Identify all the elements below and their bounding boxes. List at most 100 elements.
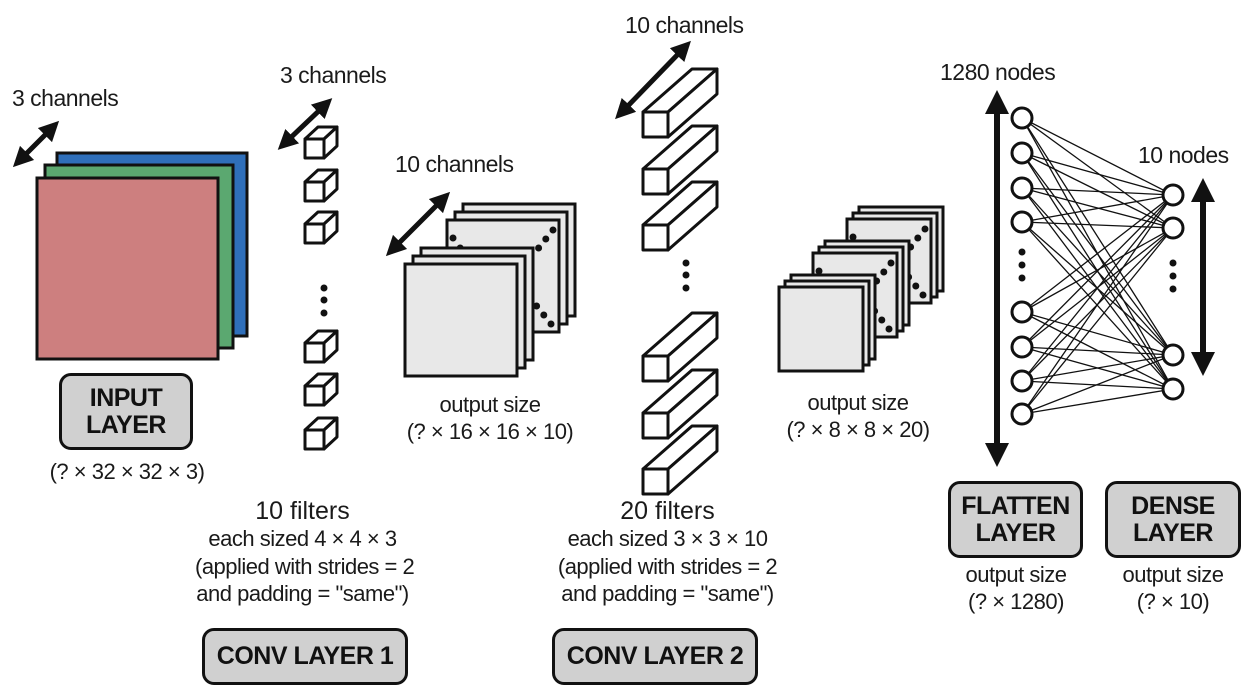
channel-dot — [815, 267, 823, 275]
conv1-output-shape: (? × 16 × 16 × 10) — [406, 419, 574, 444]
input-channel-red — [35, 176, 220, 361]
front-face — [641, 411, 670, 440]
conv2-kernel-ellipsis — [682, 259, 690, 292]
connection-edge — [1021, 187, 1174, 196]
conv2-kernel-bar — [641, 424, 719, 496]
front-face — [303, 341, 326, 364]
conv2-layer-box: CONV LAYER 2 — [552, 628, 758, 685]
channel-dot — [912, 282, 920, 290]
connection-edge — [1021, 117, 1174, 229]
flatten-node — [1010, 210, 1034, 234]
flatten-node — [1010, 176, 1034, 200]
connection-edge — [1021, 227, 1174, 415]
conv1-kernel-cube — [303, 329, 339, 364]
dense-node — [1161, 377, 1185, 401]
connection-edge — [1021, 346, 1174, 356]
flatten-layer-box-line1: FLATTEN — [961, 491, 1070, 520]
conv2-kernel-column — [641, 67, 719, 496]
channel-dot — [849, 233, 857, 241]
input-channels-arrow — [12, 120, 60, 168]
conv1-kernel-cube — [303, 372, 339, 407]
input-layer-box: INPUT LAYER — [59, 373, 193, 450]
dense-layer-box-line1: DENSE — [1131, 491, 1215, 520]
channel-dot — [914, 234, 922, 242]
front-face — [641, 110, 670, 139]
conv1-kernel-channels-label: 3 channels — [280, 62, 387, 88]
flatten-node — [1010, 402, 1034, 426]
channel-dot — [878, 316, 886, 324]
flatten-output-label: output size — [965, 562, 1067, 587]
channel-dot — [921, 225, 929, 233]
front-face — [303, 222, 326, 245]
channel-dot — [449, 234, 457, 242]
conv1-output-label: output size — [439, 392, 541, 417]
conv1-filters-size: each sized 4 × 4 × 3 — [208, 526, 397, 551]
flatten-node — [1010, 106, 1034, 130]
input-layer-box-line2: LAYER — [86, 410, 166, 439]
conv2-kernel-channels-arrow — [615, 40, 691, 120]
channel-dot — [542, 235, 550, 243]
channel-dot — [880, 268, 888, 276]
flatten-node — [1010, 300, 1034, 324]
front-face — [303, 428, 326, 451]
conv2-output-shape: (? × 8 × 8 × 20) — [786, 417, 930, 442]
channel-dot — [919, 291, 927, 299]
front-face — [641, 467, 670, 496]
connection-edge — [1021, 311, 1174, 356]
conv1-filters-padding: and padding = "same") — [196, 581, 409, 606]
conv1-filters-title: 10 filters — [255, 497, 350, 525]
conv1-kernel-cube — [303, 210, 339, 245]
flatten-nodes-label: 1280 nodes — [940, 59, 1056, 85]
connection-edge — [1021, 194, 1174, 223]
conv1-feature-map-stack — [403, 202, 577, 378]
conv2-kernel-bar — [641, 180, 719, 252]
dense-node — [1161, 183, 1185, 207]
dense-node — [1161, 343, 1185, 367]
connection-edge — [1021, 194, 1174, 313]
front-face — [303, 180, 326, 203]
connection-edge — [1021, 194, 1174, 382]
flatten-node — [1010, 369, 1034, 393]
conv1-kernel-cube — [303, 125, 339, 160]
flatten-nodes-ellipsis — [1018, 248, 1026, 282]
connection-edge — [1021, 354, 1174, 415]
flatten-layer-box: FLATTEN LAYER — [948, 481, 1083, 558]
conv1-kernel-cube — [303, 168, 339, 203]
front-face — [641, 167, 670, 196]
conv1-kernel-ellipsis — [320, 284, 328, 317]
conv2-filters-title: 20 filters — [620, 497, 715, 525]
dense-nodes-ellipsis — [1169, 259, 1177, 293]
front-face — [641, 354, 670, 383]
conv2-filters-size: each sized 3 × 3 × 10 — [567, 526, 768, 551]
connection-edge — [1021, 117, 1174, 196]
conv2-kernel-bar — [641, 124, 719, 196]
conv1-output-channels-label: 10 channels — [395, 151, 514, 177]
conv1-feature-map — [403, 262, 519, 378]
conv1-layer-box: CONV LAYER 1 — [202, 628, 408, 685]
front-face — [303, 137, 326, 160]
dense-output-shape: (? × 10) — [1136, 589, 1210, 614]
flatten-node — [1010, 335, 1034, 359]
dense-node — [1161, 216, 1185, 240]
dense-nodes-label: 10 nodes — [1138, 142, 1229, 168]
connection-edge — [1021, 152, 1174, 229]
connection-edge — [1021, 194, 1174, 348]
connection-edge — [1021, 117, 1174, 356]
dense-connections — [1021, 117, 1174, 415]
conv2-kernel-bar — [641, 368, 719, 440]
conv2-kernel-bar — [641, 311, 719, 383]
conv2-output-label: output size — [807, 390, 909, 415]
connection-edge — [1021, 194, 1174, 415]
flatten-output-shape: (? × 1280) — [968, 589, 1064, 614]
channel-dot — [533, 302, 541, 310]
dense-output-label: output size — [1122, 562, 1224, 587]
input-shape-label: (? × 32 × 32 × 3) — [49, 459, 205, 484]
conv1-kernel-column — [303, 125, 339, 451]
conv2-feature-map — [777, 285, 865, 373]
conv2-filters-strides: (applied with strides = 2 — [557, 554, 778, 579]
dense-layer-box-line2: LAYER — [1133, 518, 1213, 547]
connection-edge — [1021, 388, 1174, 415]
flatten-layer-box-line2: LAYER — [975, 518, 1056, 547]
channel-dot — [885, 325, 893, 333]
conv1-kernel-channels-arrow — [277, 98, 333, 150]
